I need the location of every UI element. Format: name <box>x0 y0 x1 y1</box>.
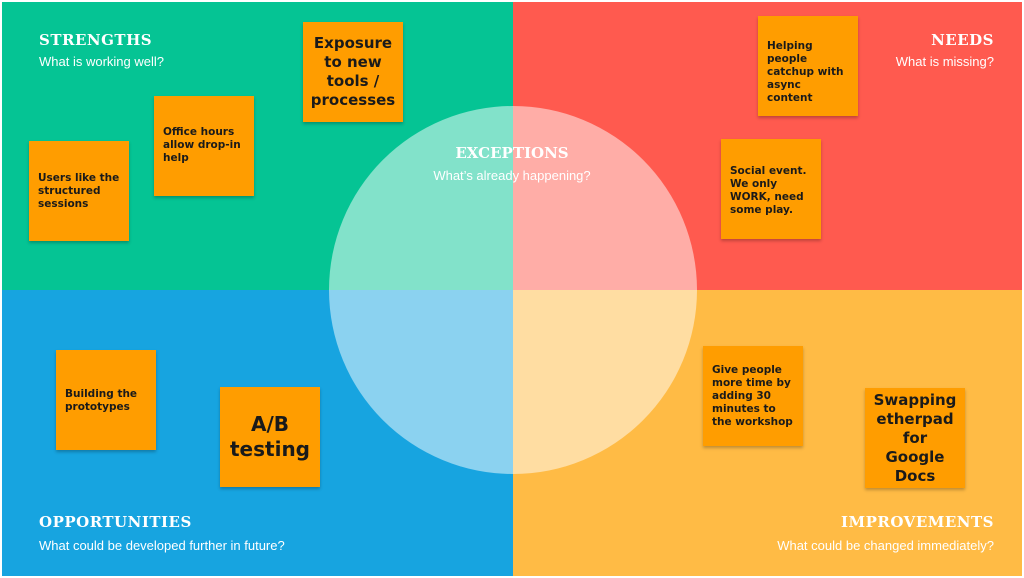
exceptions-subtitle: What’s already happening? <box>433 168 591 183</box>
sticky-note-text: Helping people catchup with async conten… <box>767 40 844 104</box>
sticky-note-text: Building the prototypes <box>65 388 138 413</box>
sticky-note-text: Give people more time by adding 30 minut… <box>712 363 793 428</box>
strengths-title: STRENGTHS <box>39 31 153 49</box>
sticky-note-prototypes[interactable]: Building the prototypes <box>56 350 156 450</box>
improvements-title: IMPROVEMENTS <box>841 513 994 531</box>
exceptions-circle <box>329 106 697 474</box>
sticky-note-exposure[interactable]: Exposure to new tools / processes <box>303 22 403 122</box>
opportunities-subtitle: What could be developed further in futur… <box>39 538 285 553</box>
sticky-note-social[interactable]: Social event. We only WORK, need some pl… <box>721 139 821 239</box>
sticky-note-catchup[interactable]: Helping people catchup with async conten… <box>758 16 858 116</box>
sticky-note-text: Office hours allow drop-in help <box>163 126 241 164</box>
sticky-note-text: Social event. We only WORK, need some pl… <box>730 165 807 216</box>
sticky-note-ab-testing[interactable]: A/B testing <box>220 387 320 487</box>
sticky-note-office-hours[interactable]: Office hours allow drop-in help <box>154 96 254 196</box>
needs-subtitle: What is missing? <box>895 54 994 69</box>
sticky-note-text: Swapping etherpad for Google Docs <box>873 390 957 485</box>
exceptions-title: EXCEPTIONS <box>455 144 569 162</box>
sticky-note-etherpad[interactable]: Swapping etherpad for Google Docs <box>865 388 965 488</box>
sticky-note-text: Users like the structured sessions <box>38 171 120 210</box>
sticky-note-text: A/B testing <box>230 412 310 461</box>
sticky-note-more-time[interactable]: Give people more time by adding 30 minut… <box>703 346 803 446</box>
improvements-subtitle: What could be changed immediately? <box>777 538 994 553</box>
strengths-subtitle: What is working well? <box>39 54 164 69</box>
needs-title: NEEDS <box>931 31 994 49</box>
opportunities-title: OPPORTUNITIES <box>39 513 192 531</box>
sticky-note-structured[interactable]: Users like the structured sessions <box>29 141 129 241</box>
sticky-note-text: Exposure to new tools / processes <box>310 34 396 109</box>
